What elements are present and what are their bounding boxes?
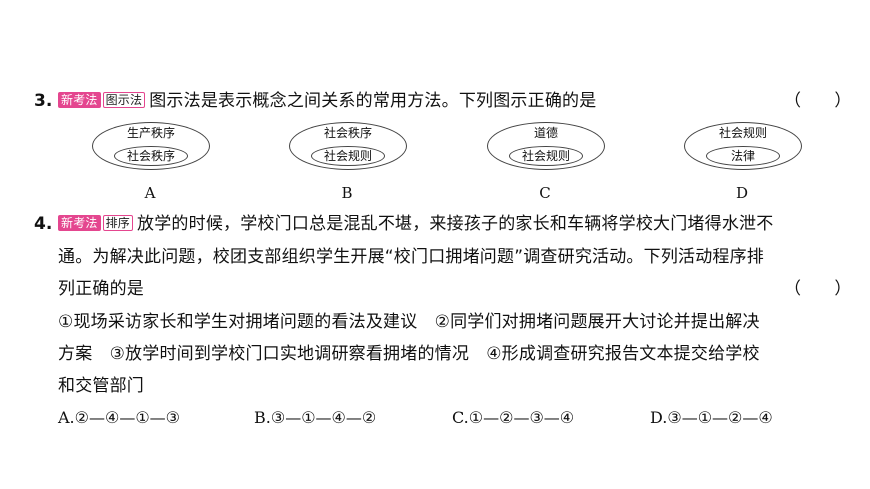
diagram-label: A [144,184,156,202]
question-number: 4. [34,214,53,234]
outer-ellipse [487,122,605,170]
question-line-2: 通。为解决此问题，校团支部组织学生开展“校门口拥堵问题”调查研究活动。下列活动程… [58,247,765,267]
outer-ellipse [92,122,210,170]
diagram-label: D [735,184,749,202]
answer-parentheses: （ ） [784,279,866,299]
stem-text: 图示法是表示概念之间关系的常用方法。下列图示正确的是 [149,91,597,111]
question-line-4: ①现场采访家长和学生对拥堵问题的看法及建议 ②同学们对拥堵问题展开大讨论并提出解… [58,312,760,332]
question-line-3: 列正确的是 [58,279,144,299]
outer-concept: 生产秩序 [126,126,175,140]
tag-ordering: 排序 [102,215,134,231]
inner-concept: 社会规则 [311,146,385,166]
outer-ellipse [289,122,407,170]
question-line-1: 新考法排序放学的时候，学校门口总是混乱不堪，来接孩子的家长和车辆将学校大门堵得水… [58,212,773,236]
diagram-label: B [341,184,353,202]
diagram-d: 社会规则 法律 [684,122,804,172]
stem-text: 放学的时候，学校门口总是混乱不堪，来接孩子的家长和车辆将学校大门堵得水泄不 [137,214,774,234]
outer-concept: 社会规则 [718,126,767,140]
tag-diagram-method: 图示法 [102,92,146,108]
diagram-c: 道德 社会规则 [487,122,607,172]
option-c: C.①—②—③—④ [452,408,575,427]
question-number: 3. [34,91,53,111]
diagram-a: 生产秩序 社会秩序 [92,122,212,172]
option-b: B.③—①—④—② [254,408,377,427]
question-stem: 新考法图示法图示法是表示概念之间关系的常用方法。下列图示正确的是 [58,89,596,113]
outer-concept: 道德 [533,126,558,140]
answer-parentheses: （ ） [784,91,866,111]
question-line-6: 和交管部门 [58,376,144,396]
question-line-5: 方案 ③放学时间到学校门口实地调研察看拥堵的情况 ④形成调查研究报告文本提交给学… [58,344,760,364]
option-a: A.②—④—①—③ [58,408,181,427]
option-d: D.③—①—②—④ [650,408,773,427]
inner-concept: 社会规则 [509,146,583,166]
diagram-b: 社会秩序 社会规则 [289,122,409,172]
diagram-label: C [539,184,551,202]
outer-ellipse [684,122,802,170]
tag-new-method: 新考法 [58,215,101,231]
inner-concept: 社会秩序 [114,146,188,166]
tag-new-method: 新考法 [58,92,101,108]
outer-concept: 社会秩序 [323,126,372,140]
inner-concept: 法律 [706,146,780,166]
